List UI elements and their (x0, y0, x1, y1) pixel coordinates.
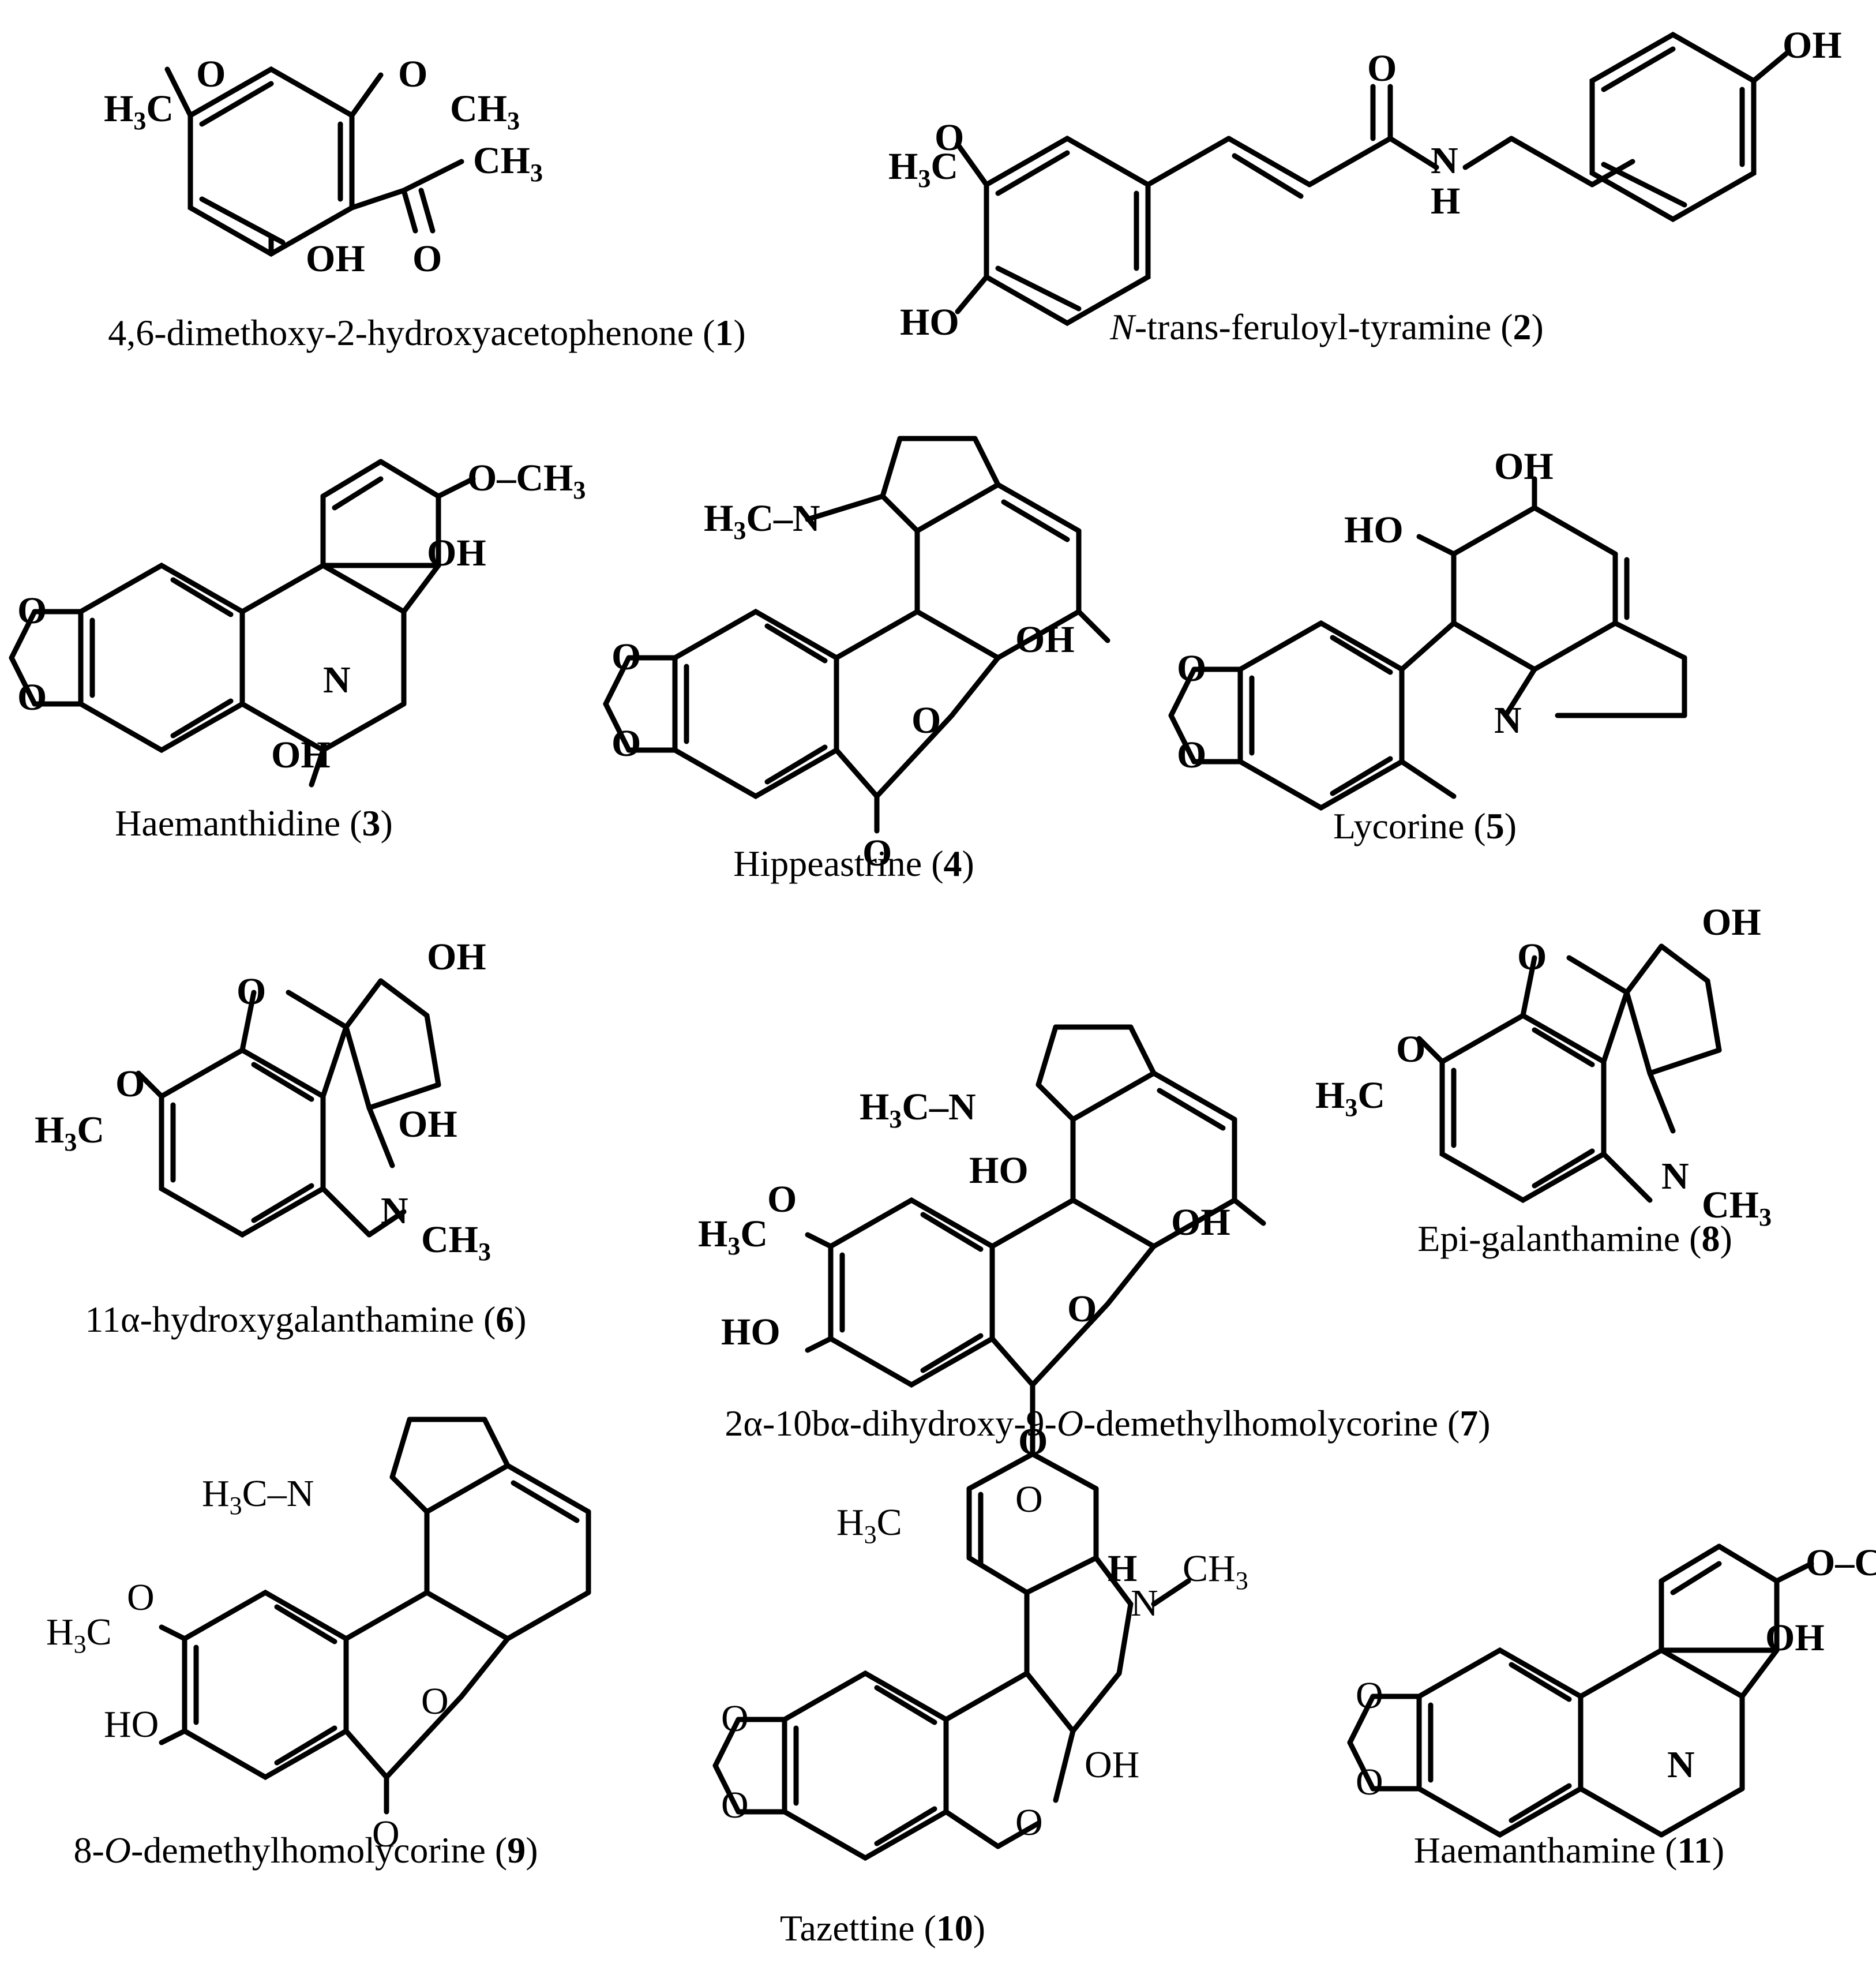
h-label: H (1431, 180, 1460, 222)
o-label: O (862, 832, 892, 874)
o-label: O (767, 1178, 797, 1220)
o-label: O (1367, 47, 1397, 89)
h3c-n-label: H3C–N (202, 1473, 314, 1520)
oh-label: OH (398, 1103, 457, 1145)
oh-label: OH (306, 238, 365, 280)
o-label: O (17, 676, 47, 718)
structure-5: O O OH HO N (1168, 445, 1687, 811)
oh-label: OH (427, 532, 486, 574)
o-label: O (1067, 1288, 1097, 1330)
caption-5: Lycorine (5) (1333, 805, 1517, 846)
o-label: O (398, 53, 427, 95)
caption-7: 2α-10bα-dihydroxy-9-O-demethylhomolycori… (725, 1403, 1491, 1444)
o-label: O (721, 1698, 749, 1740)
ho-label: HO (900, 301, 959, 343)
oh-label: OH (271, 734, 331, 776)
structure-10: H3C O H N CH3 O O O OH (712, 1405, 1248, 1861)
oh-label: OH (1085, 1744, 1139, 1786)
n-label: N (1661, 1155, 1689, 1197)
h3c-label: H3C (698, 1213, 768, 1260)
o-label: O (421, 1680, 449, 1722)
ch3-label: CH3 (421, 1219, 491, 1266)
structure-9: H3C–N H3C O HO O O (46, 1417, 591, 1855)
ho-label: HO (104, 1703, 159, 1745)
structure-4: O O H3C–N O O OH (603, 436, 1110, 874)
o-label: O (911, 699, 941, 741)
n-label: N (1431, 140, 1458, 182)
oh-label: OH (1494, 445, 1554, 488)
oh-label: OH (1783, 24, 1842, 66)
o-label: O (1356, 1674, 1383, 1717)
n-label: N (323, 659, 351, 701)
ho-label: HO (1344, 509, 1404, 551)
o-label: O (1015, 1801, 1043, 1844)
ch3-label: CH3 (473, 140, 543, 187)
h3c-n-label: H3C–N (704, 497, 820, 545)
structure-1: O H3C O CH3 CH3 OH O (104, 53, 543, 280)
o-ch3-label: O–CH3 (467, 457, 586, 504)
ho-label: HO (721, 1311, 781, 1353)
oh-label: OH (1015, 619, 1075, 661)
h3c-label: H3C (35, 1109, 104, 1156)
n-label: N (1131, 1582, 1158, 1624)
n-label: N (1494, 699, 1522, 741)
caption-9: 8-O-demethylhomolycorine (9) (73, 1830, 538, 1871)
o-label: O (1396, 1028, 1425, 1070)
caption-10: Tazettine (10) (779, 1908, 986, 1949)
oh-label: OH (1702, 901, 1761, 943)
h3c-label: H3C (46, 1611, 112, 1658)
o-label: O (935, 117, 964, 159)
o-label: O (372, 1813, 400, 1855)
h3c-n-label: H3C–N (860, 1086, 976, 1133)
caption-1: 4,6-dimethoxy-2-hydroxyacetophenone (1) (108, 312, 746, 353)
structure-8: O OH H3C O N CH3 (1315, 901, 1772, 1231)
o-label: O (1177, 734, 1206, 776)
structure-6: O OH OH H3C O N CH3 (35, 936, 491, 1266)
n-label: N (1667, 1744, 1695, 1786)
o-label: O (1015, 1478, 1043, 1520)
o-label: O (721, 1784, 749, 1826)
o-label: O (611, 722, 641, 765)
o-label: O (1517, 936, 1547, 978)
h3c-label: H3C (1315, 1074, 1385, 1122)
h3c-label: H3C (836, 1501, 902, 1549)
o-label: O (1356, 1761, 1383, 1803)
oh-label: OH (1765, 1617, 1825, 1659)
o-label: O (412, 238, 442, 280)
caption-11: Haemanthamine (11) (1413, 1830, 1725, 1871)
caption-6: 11α-hydroxygalanthamine (6) (85, 1299, 527, 1340)
o-label: O (1177, 647, 1206, 690)
o-label: O (115, 1063, 145, 1105)
ch3-label: CH3 (1183, 1548, 1248, 1595)
n-label: N (381, 1190, 408, 1232)
caption-2: N-trans-feruloyl-tyramine (2) (1110, 306, 1544, 347)
caption-4: Hippeastrine (4) (733, 843, 974, 884)
oh-label: OH (1171, 1201, 1230, 1243)
o-label: O (611, 636, 641, 678)
ch3-label: CH3 (450, 88, 520, 135)
h3c-label: H3C (888, 145, 958, 193)
o-label: O (17, 590, 47, 632)
o-ch3-label: O–CH3 (1806, 1542, 1876, 1589)
structure-3: O O O–CH3 OH N OH (9, 457, 586, 788)
caption-3: Haemanthidine (3) (115, 803, 393, 844)
o-label: O (237, 971, 266, 1013)
h3c-label: H3C (104, 88, 174, 135)
structure-11: O O O–CH3 OH N (1347, 1542, 1876, 1838)
o-label: O (127, 1576, 155, 1618)
o-label: O (196, 53, 226, 95)
structure-7: H3C–N HO H3C O HO O O OH (698, 1024, 1266, 1463)
ho-label: HO (969, 1149, 1029, 1192)
caption-8: Epi-galanthamine (8) (1417, 1218, 1732, 1259)
h-label: H (1108, 1548, 1137, 1590)
oh-label: OH (427, 936, 486, 978)
structure-2: H3C O HO O N H OH (888, 24, 1842, 343)
